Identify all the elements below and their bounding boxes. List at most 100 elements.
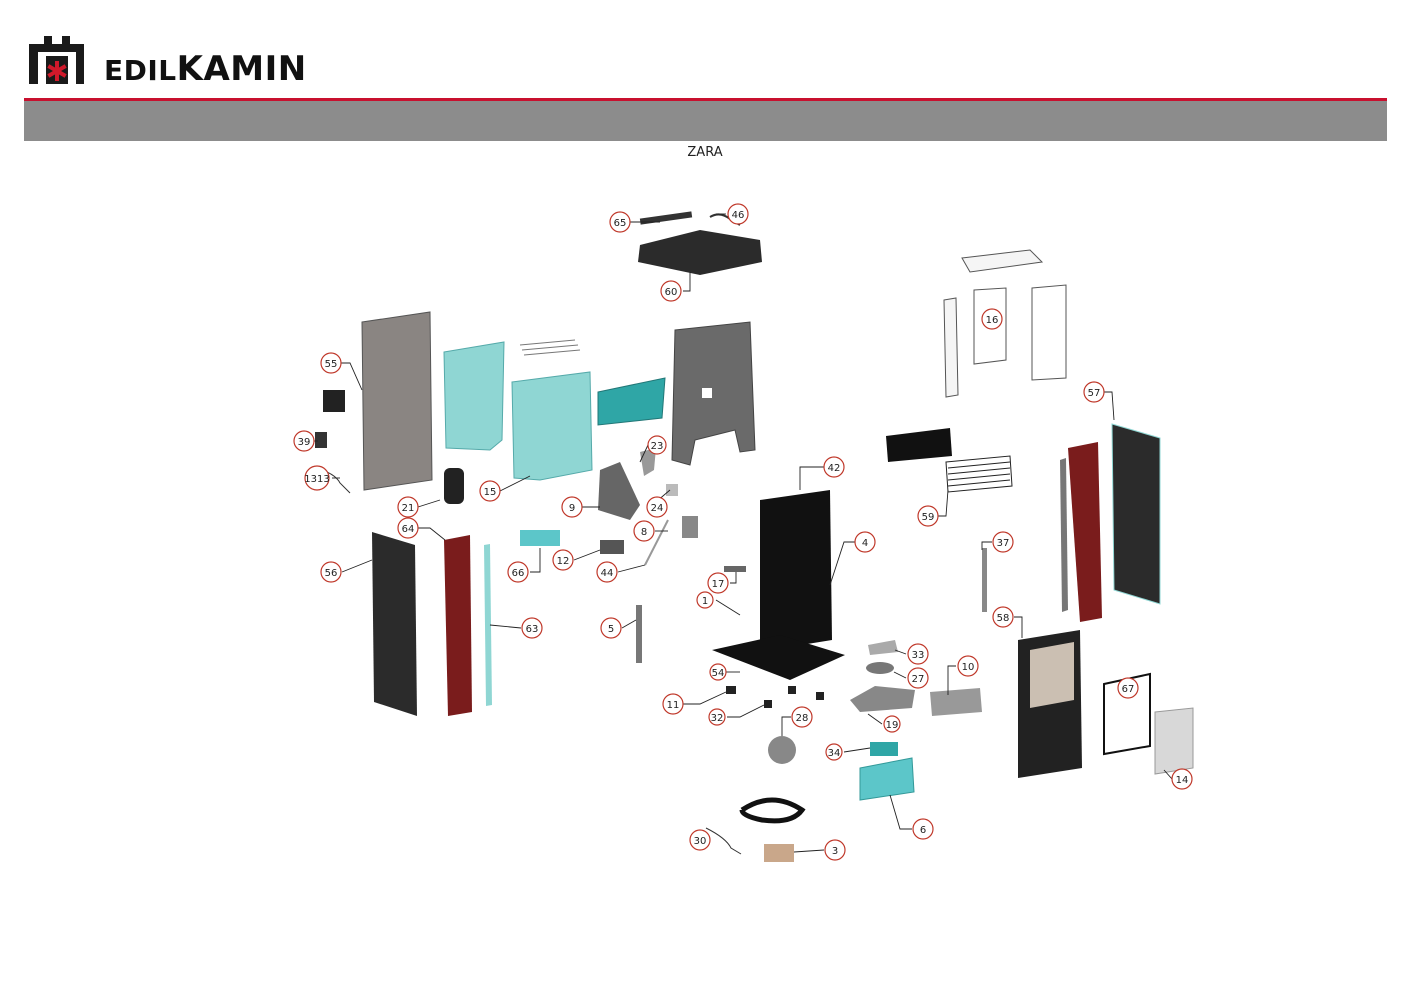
callout-37: 37 <box>992 531 1014 553</box>
part-17 <box>724 566 746 572</box>
leader-lines <box>314 213 1173 853</box>
callout-30: 30 <box>689 829 711 851</box>
callout-4: 4 <box>854 531 876 553</box>
part-label: 14 <box>1176 775 1189 786</box>
brand-name-part2: KAMIN <box>176 49 307 89</box>
callout-1: 1 <box>696 591 714 609</box>
part-9 <box>598 462 640 520</box>
part-label: 4 <box>862 538 868 549</box>
brand-name: EDILKAMIN <box>104 52 307 87</box>
logo-mark-icon <box>29 36 84 84</box>
base-plate-54 <box>712 635 845 680</box>
part-66 <box>520 530 560 546</box>
top-cap <box>961 249 1044 273</box>
burgundy-panel-64 <box>444 535 472 716</box>
callout-28: 28 <box>791 706 813 728</box>
foot-32a <box>764 700 772 708</box>
part-label: 1 <box>702 596 708 607</box>
teal-heat-panel <box>597 377 666 426</box>
part-label: 67 <box>1122 684 1135 695</box>
gasket-67 <box>1103 672 1151 756</box>
callout-63: 63 <box>521 617 543 639</box>
grey-strip-right <box>1060 458 1068 612</box>
callout-66: 66 <box>507 561 529 583</box>
grille-top <box>519 339 581 356</box>
part-label: 44 <box>601 568 614 579</box>
part-label: 27 <box>912 674 925 685</box>
part-23 <box>640 448 656 476</box>
part-label: 5 <box>608 624 614 635</box>
side-panel-57 <box>1111 423 1161 605</box>
top-bracket-65 <box>639 211 693 225</box>
grille-59 <box>945 455 1013 493</box>
part-39 <box>315 432 327 448</box>
callout-44: 44 <box>596 561 618 583</box>
callout-67: 67 <box>1117 677 1139 699</box>
foot-32c <box>816 692 824 700</box>
part-5 <box>636 605 642 663</box>
part-label: 59 <box>922 512 935 523</box>
front-panel-56 <box>372 532 417 716</box>
part-label: 55 <box>325 359 338 370</box>
teal-panel-6 <box>859 757 915 801</box>
part-label: 46 <box>732 210 745 221</box>
callout-15: 15 <box>479 480 501 502</box>
callout-34: 34 <box>825 743 843 761</box>
part-label: 66 <box>512 568 525 579</box>
callout-46: 46 <box>727 203 749 225</box>
part-label: 37 <box>997 538 1010 549</box>
callout-23: 23 <box>647 435 667 455</box>
foot-11 <box>726 686 736 694</box>
part-drawings <box>314 211 1194 862</box>
rear-panel-plate <box>323 390 345 412</box>
part-label: 39 <box>298 437 311 448</box>
part-19 <box>850 686 915 712</box>
callout-8: 8 <box>633 520 655 542</box>
part-label: 42 <box>828 463 841 474</box>
cable-30 <box>705 827 742 855</box>
rod-44 <box>644 519 669 566</box>
model-name: ZARA <box>687 145 723 160</box>
rear-panel <box>361 311 433 491</box>
brand-name-part1: EDIL <box>104 54 177 87</box>
header-grey-band <box>24 101 1387 141</box>
callout-27: 27 <box>907 667 929 689</box>
part-label: 57 <box>1088 388 1101 399</box>
part-label: 12 <box>557 556 570 567</box>
part-label: 23 <box>651 441 664 452</box>
callout-42: 42 <box>823 456 845 478</box>
callout-17: 17 <box>707 572 729 594</box>
part-label: 63 <box>526 624 539 635</box>
vermiculite-right <box>1031 284 1067 381</box>
part-label: 3 <box>832 846 838 857</box>
top-cover <box>638 230 762 275</box>
part-label: 16 <box>986 315 999 326</box>
part-24 <box>666 484 678 496</box>
callout-1313: 1313 <box>304 465 330 491</box>
part-label: 64 <box>402 524 415 535</box>
smoke-pipe <box>444 468 464 504</box>
part-label: 34 <box>828 748 841 759</box>
callout-57: 57 <box>1083 381 1105 403</box>
teal-side-panel <box>443 341 505 451</box>
callout-59: 59 <box>917 505 939 527</box>
part-label: 21 <box>402 503 415 514</box>
part-label: 58 <box>997 613 1010 624</box>
part-label: 10 <box>962 662 975 673</box>
door-glass <box>1030 642 1074 708</box>
callout-32: 32 <box>708 708 726 726</box>
part-label: 8 <box>641 527 647 538</box>
callout-33: 33 <box>907 643 929 665</box>
fan-28 <box>768 736 796 764</box>
teal-inner-panel-15 <box>511 371 593 481</box>
valve-3 <box>764 844 794 862</box>
part-label: 28 <box>796 713 809 724</box>
part-label: 9 <box>569 503 575 514</box>
callout-55: 55 <box>320 352 342 374</box>
callout-14: 14 <box>1171 768 1193 790</box>
fan-27 <box>866 662 894 674</box>
part-34 <box>870 742 898 756</box>
part-12 <box>600 540 624 554</box>
foot-32b <box>788 686 796 694</box>
